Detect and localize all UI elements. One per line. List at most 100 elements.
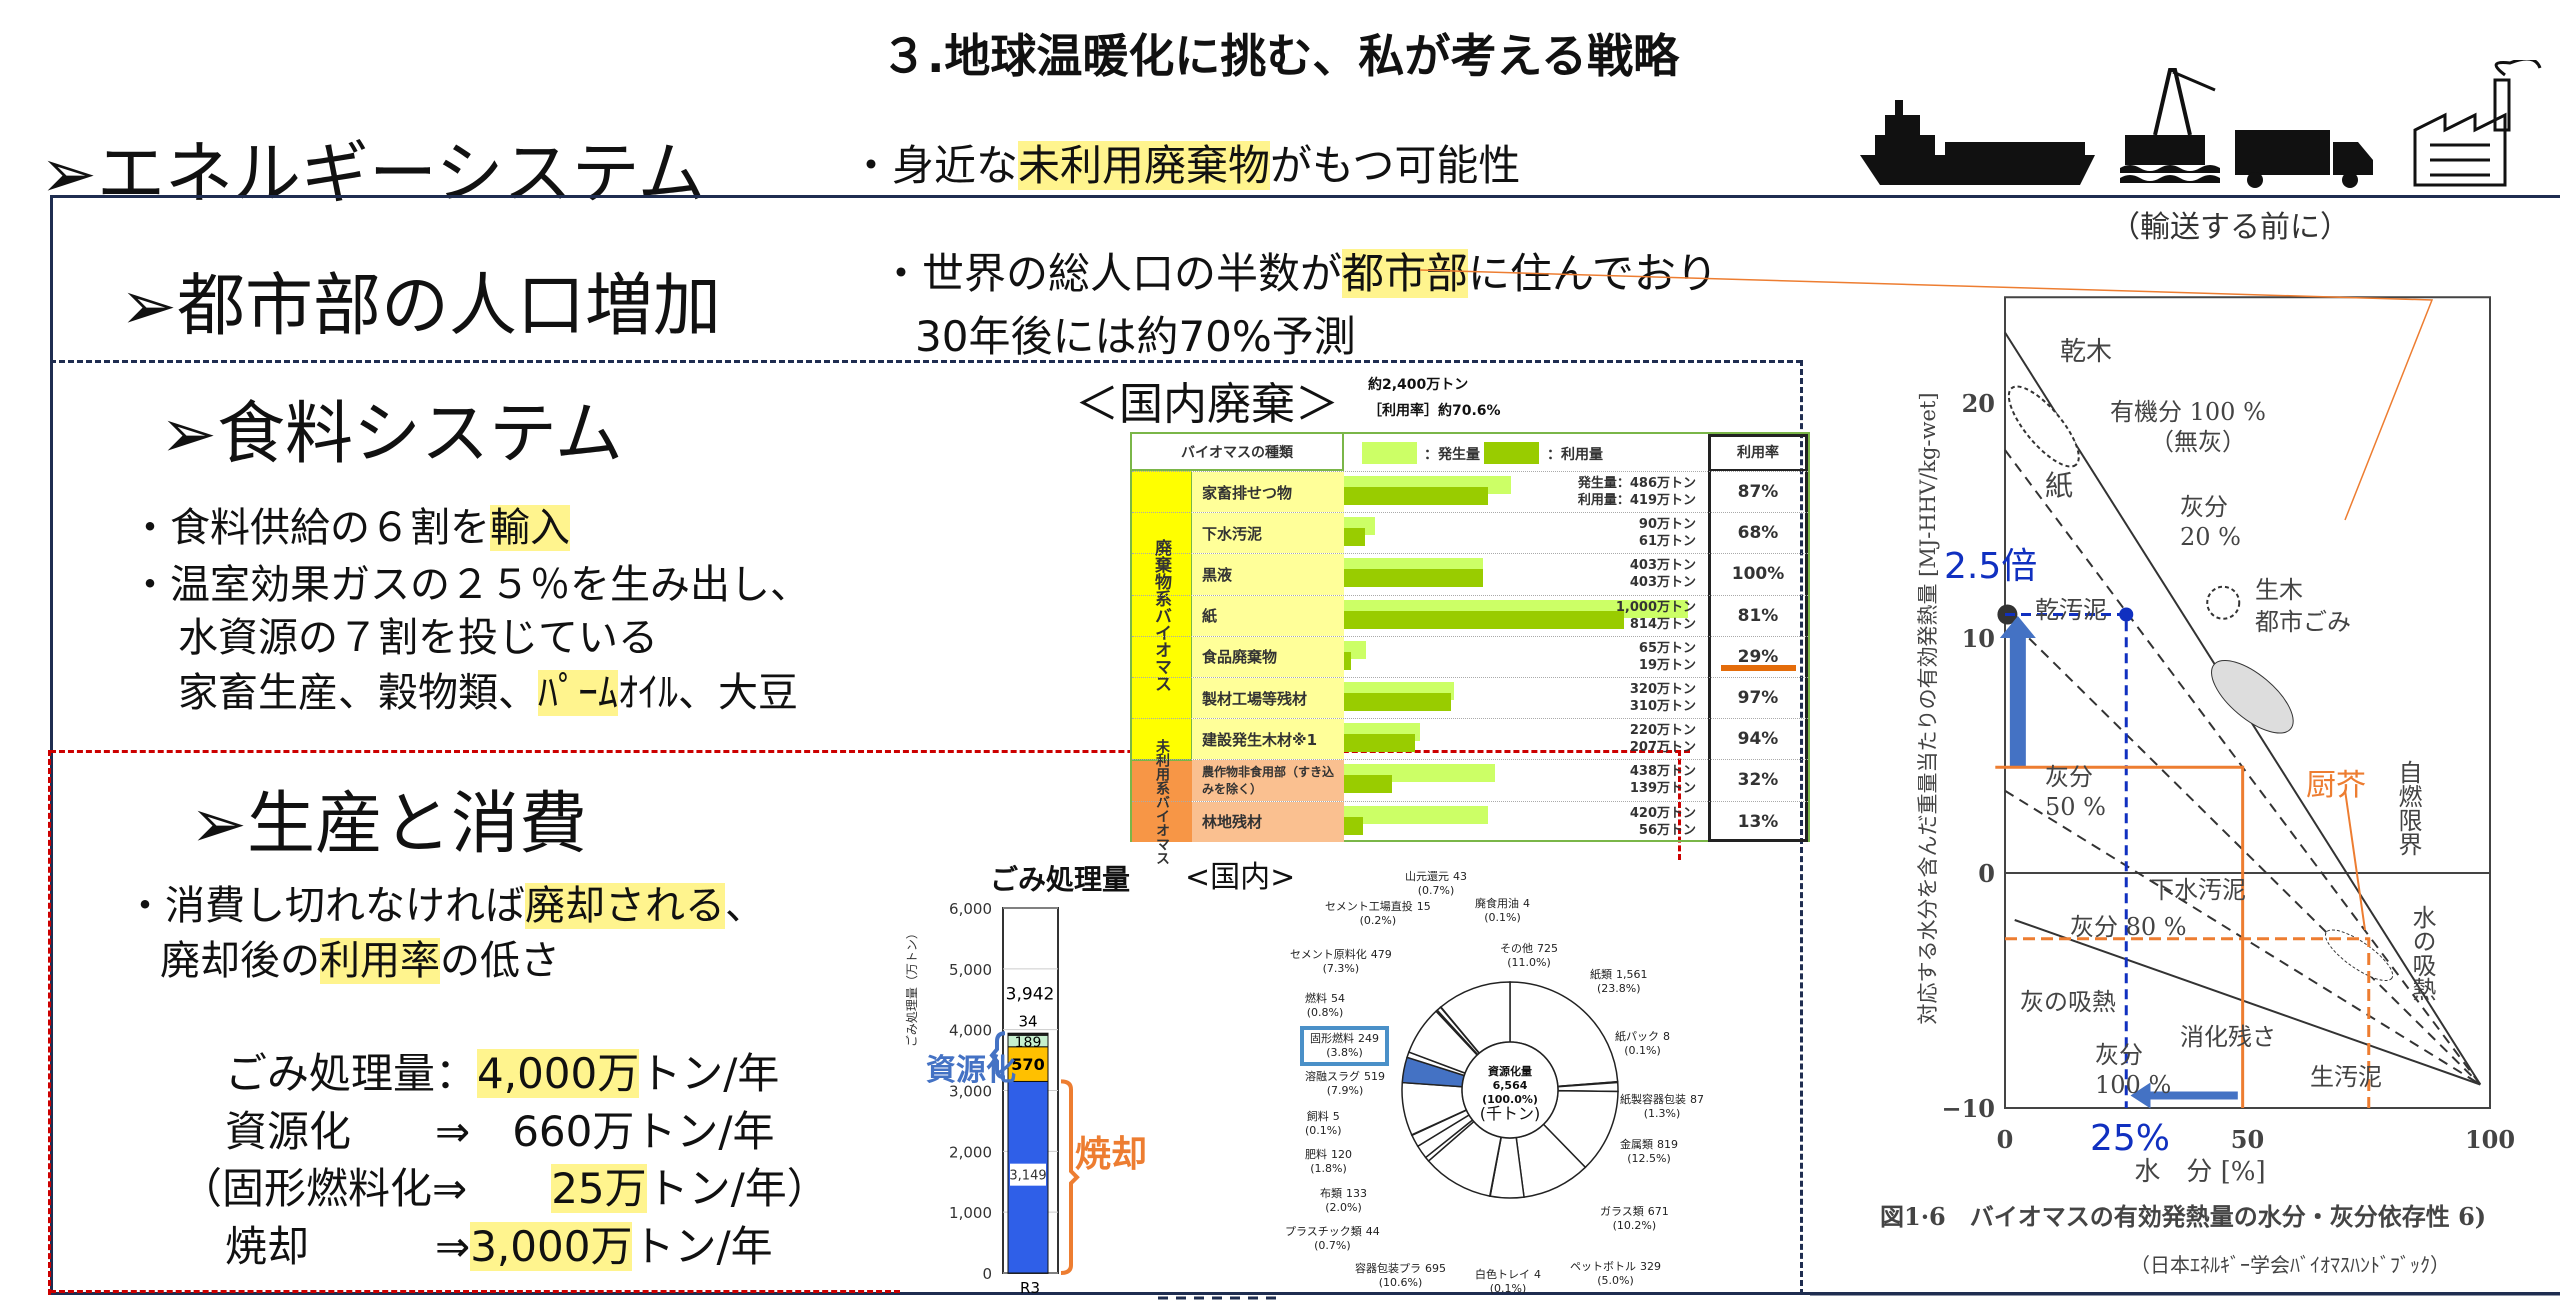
gen-value: 403万トン: [1629, 558, 1696, 574]
use-value: 利用量：419万トン: [1577, 493, 1696, 508]
slice-pct: (10.6%): [1378, 1276, 1423, 1289]
slice-pct: (0.8%): [1306, 1006, 1344, 1019]
slice-name: その他: [1500, 942, 1533, 955]
gen-value: 発生量：486万トン: [1577, 476, 1696, 491]
slide-title: ３.地球温暖化に挑む、私が考える戦略: [880, 29, 1680, 83]
biomass-heading: ＜国内廃棄＞: [1075, 379, 1339, 430]
biomass-name: 食品廃棄物: [1192, 636, 1344, 677]
text: 資源化 ⇒ 660万: [225, 1107, 635, 1156]
section-divider: [50, 360, 1802, 363]
slice-pct: (0.1%): [1305, 1124, 1342, 1137]
consume-line: ・消費し切れなければ廃却される、: [125, 873, 765, 931]
slice-value: 4: [1523, 897, 1530, 910]
slice-value: 819: [1657, 1138, 1678, 1151]
y-tick-label: −10: [1941, 1094, 1995, 1123]
text: 家畜生産、穀物類、: [178, 670, 538, 716]
graph-label: 生汚泥: [2310, 1063, 2382, 1091]
plot-frame: [2004, 296, 2491, 1109]
graph-label: 乾汚泥: [2035, 596, 2107, 624]
gen-value: 220万トン: [1629, 723, 1696, 739]
center-unit: (千トン): [1479, 1104, 1541, 1123]
y-tick-label: 0: [982, 1265, 992, 1283]
slice-value: 44: [1365, 1225, 1380, 1238]
gen-value: 420万トン: [1629, 805, 1696, 821]
biomass-name: 家畜排せつ物: [1192, 472, 1344, 513]
text: ・消費し切れなければ: [125, 883, 525, 929]
stat-recycle: 資源化 ⇒ 660万トン/年: [225, 1098, 775, 1159]
section-divider: [50, 1290, 900, 1293]
legend-gen-swatch: [1362, 442, 1417, 464]
biomass-total: 約2,400万トン: [1368, 377, 1469, 393]
utilization-rate: 29%: [1737, 646, 1779, 667]
y-tick-label: 2,000: [949, 1143, 992, 1161]
transport-note: （輸送する前に）: [2110, 210, 2350, 245]
food-line: ・温室効果ガスの２５％を生み出し、: [130, 562, 810, 608]
value-label: 570: [1011, 1055, 1044, 1074]
slice-value: 8: [1663, 1030, 1670, 1043]
urban-heading: ➢都市部の人口増加: [120, 267, 721, 346]
text: がもつ可能性: [1270, 141, 1521, 190]
slice-pct: (1.3%): [1643, 1107, 1681, 1120]
highlight: 未利用廃棄物: [1018, 141, 1271, 190]
donut-hole: [1461, 1041, 1559, 1139]
center-total: 6,564: [1492, 1079, 1528, 1092]
slice-name: プラスチック類: [1285, 1225, 1362, 1238]
bar-chart-subtitle: <国内>: [1185, 860, 1296, 895]
highlight: 3,000万: [470, 1222, 633, 1271]
blue-point: [2119, 607, 2134, 622]
slice-value: 87: [1690, 1093, 1704, 1106]
series-line: [2004, 613, 2482, 1086]
slice-name: 山元還元: [1405, 870, 1449, 883]
graph-label: 乾木: [2060, 337, 2112, 367]
raw-sludge-region: [2324, 929, 2394, 982]
water-heat-label: 水の吸熱: [2408, 905, 2436, 1001]
biomass-name: 黒液: [1192, 554, 1344, 595]
slice-name: セメント原料化: [1290, 948, 1367, 961]
food-heading: ➢食料システム: [160, 395, 623, 474]
bar-chart-title: ごみ処理量: [990, 863, 1131, 896]
use-value: 814万トン: [1629, 616, 1696, 632]
slice-pct: (3.8%): [1326, 1046, 1363, 1059]
transport-icons: [1860, 60, 2542, 188]
x-tick-label: 0: [1997, 1125, 2014, 1154]
slice-name-value: 金属類 819: [1620, 1138, 1678, 1152]
text: トン/年）: [646, 1164, 829, 1213]
text: ごみ処理量：: [225, 1049, 478, 1098]
slice-name-value: その他 725: [1500, 942, 1558, 956]
energy-heading: ➢エネルギーシステム: [40, 135, 706, 214]
section-divider: [50, 750, 1690, 753]
use-bar: [1344, 487, 1489, 505]
donut-center-label: 資源化量 6,564 (100.0%) (千トン): [1470, 1065, 1550, 1123]
text: トン/年: [632, 1222, 773, 1271]
text: に住んでおり: [1468, 249, 1718, 298]
slice-name: 金属類: [1620, 1138, 1653, 1151]
slice-pct: (10.2%): [1612, 1219, 1657, 1232]
highlight: ﾊﾟｰﾑ: [538, 670, 618, 716]
text: 、: [725, 883, 765, 929]
graph-label: 下水汚泥: [2150, 876, 2246, 904]
slice-pct: (7.3%): [1322, 962, 1360, 975]
biomass-rate-total: ［利用率］約70.6%: [1368, 403, 1501, 419]
section-divider: [1800, 360, 1803, 1295]
y-axis-label: ごみ処理量（万トン）: [904, 927, 919, 1047]
text: ｵｲﾙ、大豆: [618, 670, 798, 716]
use-bar: [1344, 816, 1364, 835]
slice-value: 725: [1537, 942, 1558, 955]
